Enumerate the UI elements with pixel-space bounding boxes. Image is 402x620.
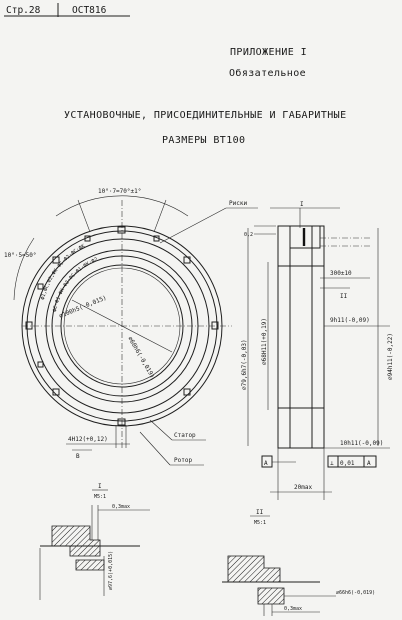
datum-box — [261, 455, 273, 468]
dim-top-label: 0,2 — [244, 232, 253, 238]
outer-ring-edge — [21, 225, 223, 427]
outer-ring-inner-edge — [26, 230, 218, 422]
detail-2-mark: II — [256, 509, 264, 516]
detail-1-section — [51, 525, 101, 557]
detail-1-mark: I — [98, 483, 102, 490]
angle-ext-right — [153, 199, 167, 233]
dim-68-label: ⌀68H11(+0,19) — [261, 318, 268, 365]
dim-94-label: ⌀94h11(-0,22) — [387, 333, 394, 380]
rotor-leader — [139, 431, 171, 466]
detail-2-dim-03: 0,3max — [284, 606, 302, 612]
angle-ext-left — [77, 199, 91, 233]
page-header: Стр.28 ОСТ816 — [4, 3, 130, 17]
stator-label: Статор — [174, 432, 196, 439]
bore-diameter-label: ⌀60h6(-0,019) — [126, 336, 156, 380]
detail-1-dim-97: ⌀97,6(+0,015) — [108, 551, 114, 590]
section-mark-1: I — [300, 201, 304, 208]
slot-dim-label: 4H12(+0,12) — [68, 436, 108, 443]
heading-line-2: РАЗМЕРЫ ВТ100 — [162, 135, 245, 146]
standard-code: ОСТ816 — [72, 5, 107, 16]
detail-1-scale: М5:1 — [94, 494, 106, 500]
inner-diameter-label: ⌀100h5(-0,015) — [58, 294, 108, 319]
tolerance-frame: ⊥ 0,01 A — [327, 455, 377, 468]
risks-label: Риски — [229, 200, 247, 207]
dim-9h11-label: 9h11(-0,09) — [330, 317, 370, 324]
dim-20-label: 20max — [294, 484, 312, 491]
angle-dim-arc-top — [55, 195, 189, 217]
dim-10h11-label: 10h11(-0,09) — [340, 440, 383, 447]
dim-300-label: 300±10 — [330, 270, 352, 277]
side-body-outline — [277, 225, 325, 449]
stator-leader — [149, 419, 173, 441]
appendix-title: ПРИЛОЖЕНИЕ I — [230, 47, 307, 58]
bore-edge — [60, 264, 184, 388]
dim-79-label: ⌀79,6h7(-0,03) — [241, 339, 248, 390]
risks-leader — [159, 207, 227, 244]
angle-dim-arc-left — [13, 237, 35, 301]
appendix-status: Обязательное — [229, 67, 306, 79]
view-b-label: В — [76, 453, 80, 460]
detail-2: II М5:1 ⌀66h6(-0,019) 0,3max — [222, 509, 375, 616]
page-number-label: Стр.28 — [6, 5, 41, 16]
heading-line-1: УСТАНОВОЧНЫЕ, ПРИСОЕДИНИТЕЛЬНЫЕ И ГАБАРИ… — [64, 110, 347, 121]
tolerance-value: 0,01 — [340, 460, 355, 467]
detail-1-dim-03: 0,3max — [112, 504, 130, 510]
side-connector — [289, 225, 321, 249]
detail-2-section — [227, 555, 281, 583]
front-view: Ф1,ФС,Ф2,ФК·ФС·Ф2·ФС·ФК ФС·Ф1·ФК·Ф2·ФС·Ф… — [4, 188, 258, 466]
rotor-label: Ротор — [174, 457, 192, 464]
side-view: I 0,2 300±10 II 9h11(-0,09) ⌀79,6h7(-0,0… — [241, 201, 394, 500]
tolerance-ref: A — [367, 460, 371, 467]
detail-2-scale: М5:1 — [254, 520, 266, 526]
rotor-outer-edge — [45, 249, 199, 403]
detail-1: I М5:1 0,3max ⌀97,6(+0,015) — [39, 483, 150, 600]
stator-edge — [34, 238, 210, 414]
section-mark-2: II — [340, 293, 348, 300]
detail-1-section-lower — [75, 559, 105, 571]
detail-2-dim-66: ⌀66h6(-0,019) — [336, 590, 375, 596]
detail-2-section-lower — [257, 587, 285, 605]
datum-label: A — [264, 460, 268, 467]
inner-dim-line — [71, 299, 173, 353]
tolerance-symbol: ⊥ — [330, 460, 334, 467]
bore-inner-edge — [63, 267, 181, 385]
rotor-inner-edge — [51, 255, 193, 397]
angle-dim-left-label: 10°·5=50° — [4, 252, 37, 259]
terminal-pads — [25, 226, 219, 426]
angle-dim-top-label: 10°·7=70°±1° — [98, 188, 141, 195]
